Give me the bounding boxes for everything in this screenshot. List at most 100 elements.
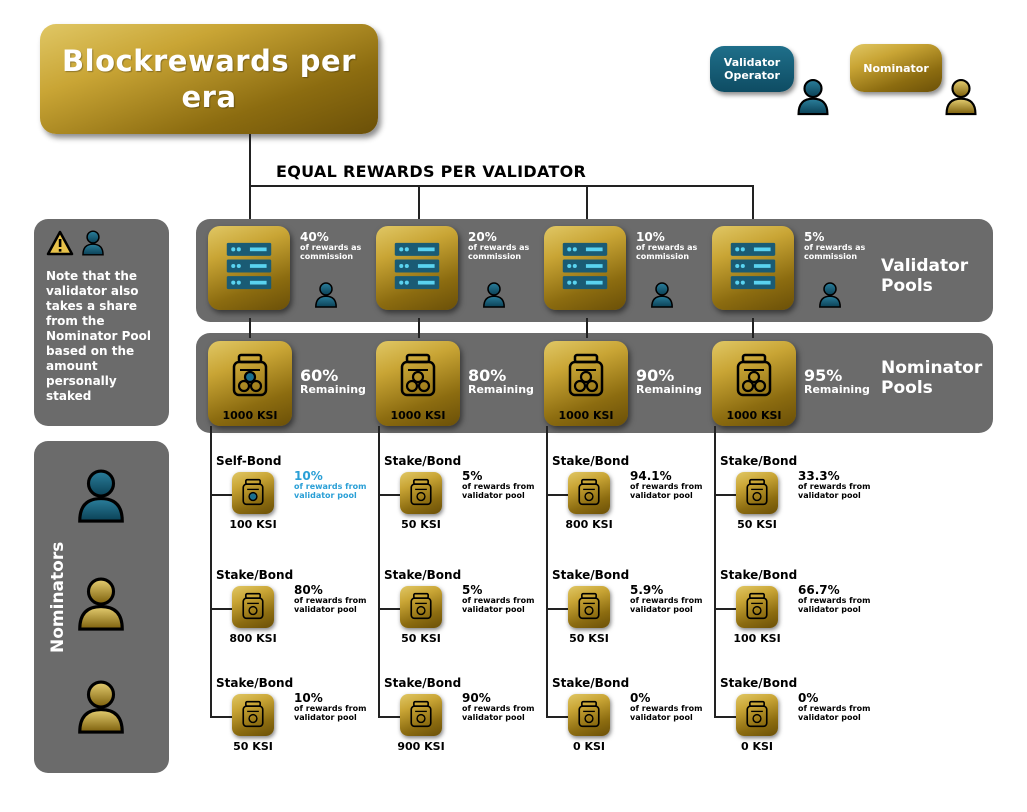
nominator-bond-label: Stake/Bond [720, 568, 798, 582]
reward-suffix: of rewards from validator pool [294, 482, 367, 500]
connector-line [752, 185, 754, 225]
nominator-reward-share: 5.9%of rewards from validator pool [630, 584, 710, 614]
commission-text: 10%of rewards as commission [636, 231, 711, 261]
nominator-bond-label: Stake/Bond [384, 676, 462, 690]
nominator-amount: 50 KSI [401, 632, 441, 645]
commission-suffix: of rewards as commission [300, 243, 362, 261]
nominator-person-icon [944, 78, 978, 116]
nominator-reward-share: 33.3%of rewards from validator pool [798, 470, 878, 500]
remaining-value: 95% [804, 366, 843, 385]
pool-amount: 1000 KSI [390, 409, 446, 422]
remaining-text: 95%Remaining [804, 367, 884, 396]
title-box: Blockrewards per era [40, 24, 378, 134]
legend-nominator: Nominator [850, 44, 942, 92]
reward-pct-value: 10% [294, 691, 323, 705]
validator-person-icon [81, 230, 105, 256]
nominator-person-icon [76, 573, 126, 635]
validator-person-icon [650, 281, 674, 309]
connector-line [378, 494, 400, 496]
remaining-suffix: Remaining [804, 383, 870, 396]
reward-pct-value: 5% [462, 583, 483, 597]
nominator-amount: 50 KSI [401, 518, 441, 531]
nominator-validator-person-icon [76, 465, 126, 527]
connector-line [249, 134, 251, 186]
connector-line [586, 185, 588, 225]
coin-jar-icon [240, 476, 266, 508]
validator-operator-person-icon [796, 78, 830, 116]
connector-line [714, 426, 716, 718]
connector-line [378, 426, 380, 718]
connector-line [210, 716, 232, 718]
nominator-bond-label: Stake/Bond [216, 568, 294, 582]
coin-jar-icon [576, 698, 602, 730]
nominator-amount: 900 KSI [397, 740, 445, 753]
connector-line [210, 426, 212, 718]
coin-jar-icon [576, 590, 602, 622]
remaining-value: 90% [636, 366, 675, 385]
server-icon [560, 240, 610, 292]
reward-pct-value: 90% [462, 691, 491, 705]
legend-validator-operator: Validator Operator [710, 46, 794, 92]
nominator-reward-share: 80%of rewards from validator pool [294, 584, 374, 614]
coin-jar-icon [240, 590, 266, 622]
nominator-amount: 800 KSI [565, 518, 613, 531]
commission-value: 20% [468, 230, 497, 244]
reward-pct-value: 5% [462, 469, 483, 483]
nominator-reward-share: 5%of rewards from validator pool [462, 470, 542, 500]
connector-line [546, 716, 568, 718]
reward-suffix: of rewards from validator pool [294, 704, 367, 722]
page-title: Blockrewards per era [62, 44, 356, 114]
reward-suffix: of rewards from validator pool [798, 596, 871, 614]
reward-pct-value: 5.9% [630, 583, 664, 597]
nominator-bond-label: Stake/Bond [720, 676, 798, 690]
coin-jar-icon [240, 698, 266, 730]
nominator-bond-label: Stake/Bond [552, 568, 630, 582]
nominator-amount: 100 KSI [733, 632, 781, 645]
connector-line [546, 494, 568, 496]
nominator-amount: 0 KSI [740, 740, 774, 753]
nominator-amount: 100 KSI [229, 518, 277, 531]
nominator-bond-label: Stake/Bond [720, 454, 798, 468]
server-icon [224, 240, 274, 292]
nominator-reward-share: 10%of rewards from validator pool [294, 470, 374, 500]
nominator-reward-share: 90%of rewards from validator pool [462, 692, 542, 722]
remaining-suffix: Remaining [300, 383, 366, 396]
reward-suffix: of rewards from validator pool [798, 704, 871, 722]
nominator-reward-share: 5%of rewards from validator pool [462, 584, 542, 614]
reward-suffix: of rewards from validator pool [798, 482, 871, 500]
reward-suffix: of rewards from validator pool [630, 482, 703, 500]
reward-suffix: of rewards from validator pool [462, 596, 535, 614]
nominator-amount: 50 KSI [737, 518, 777, 531]
reward-suffix: of rewards from validator pool [462, 704, 535, 722]
nominator-reward-share: 0%of rewards from validator pool [630, 692, 710, 722]
remaining-suffix: Remaining [636, 383, 702, 396]
nominator-person-icon [76, 676, 126, 738]
coin-jar-icon [734, 349, 774, 401]
nominator-reward-share: 0%of rewards from validator pool [798, 692, 878, 722]
commission-suffix: of rewards as commission [468, 243, 530, 261]
note-text: Note that the validator also takes a sha… [46, 269, 152, 403]
coin-jar-icon [744, 698, 770, 730]
nominator-reward-share: 94.1%of rewards from validator pool [630, 470, 710, 500]
nominator-amount: 50 KSI [569, 632, 609, 645]
coin-jar-icon [744, 476, 770, 508]
nominator-bond-label: Stake/Bond [384, 454, 462, 468]
connector-line [714, 494, 736, 496]
reward-pct-value: 33.3% [798, 469, 840, 483]
validator-pools-label: Validator Pools [881, 256, 969, 296]
commission-suffix: of rewards as commission [636, 243, 698, 261]
coin-jar-icon [408, 476, 434, 508]
nominator-reward-share: 66.7%of rewards from validator pool [798, 584, 878, 614]
connector-line [418, 185, 420, 225]
connector-line [752, 318, 754, 338]
coin-jar-icon [408, 590, 434, 622]
connector-line [210, 494, 232, 496]
nominator-pools-label: Nominator Pools [881, 358, 983, 398]
reward-pct-value: 0% [798, 691, 819, 705]
coin-jar-icon [576, 476, 602, 508]
nominator-bond-label: Stake/Bond [552, 676, 630, 690]
remaining-text: 80%Remaining [468, 367, 548, 396]
server-icon [728, 240, 778, 292]
validator-person-icon [314, 281, 338, 309]
commission-value: 40% [300, 230, 329, 244]
